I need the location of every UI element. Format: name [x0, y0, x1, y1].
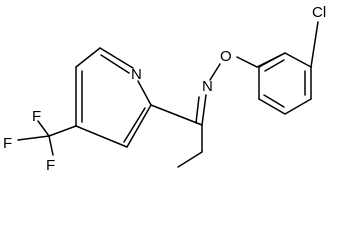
bond-n1-c2 [137, 80, 152, 106]
oxime-nitrogen-label: N [202, 78, 213, 95]
chlorophenyl-ring [256, 21, 319, 115]
bond-ar6-ar1-inner [264, 59, 285, 72]
bond-oxime-c-n-inner [195, 96, 200, 124]
bond-c-f2 [17, 135, 50, 141]
bond-c2-oxime-c [150, 104, 203, 126]
bond-ar4-ar5-inner [263, 94, 285, 108]
bond-oxime-c-n [201, 94, 207, 126]
bond-o-ch2 [236, 56, 258, 68]
bond-ar4-ar5 [258, 98, 286, 115]
bond-n-o [209, 63, 221, 81]
chemical-structure: N N O Cl F F F [3, 4, 326, 174]
bond-ar1-ar2 [284, 52, 312, 68]
bond-c6-n1 [99, 47, 134, 69]
bond-ch2-ch3 [177, 151, 203, 168]
chlorine-label: Cl [312, 4, 326, 21]
trifluoromethyl-group [17, 120, 77, 156]
atom-labels: N N O Cl F F F [3, 4, 326, 174]
bond-ar3-ar4 [284, 98, 312, 115]
ring-nitrogen-label: N [131, 66, 142, 83]
pyridine-ring [75, 47, 152, 148]
bond-c2-c3 [126, 104, 152, 148]
fluorine-label-1: F [32, 108, 41, 125]
bond-c5-c6 [75, 47, 101, 68]
bond-c6-n1-inner [100, 54, 130, 74]
bond-c-f1 [37, 120, 50, 137]
bond-c2-c3-inner [123, 107, 146, 143]
bond-c4-cf3 [48, 125, 77, 137]
bond-c3-c4 [75, 125, 128, 148]
fluorine-label-2: F [3, 135, 12, 152]
oxime-chain [150, 56, 258, 168]
bond-c-f3 [48, 135, 54, 156]
oxime-oxygen-label: O [220, 48, 232, 65]
bond-ar1-cl [310, 21, 319, 68]
fluorine-label-3: F [46, 157, 55, 174]
bond-ar6-ar1 [258, 52, 286, 68]
